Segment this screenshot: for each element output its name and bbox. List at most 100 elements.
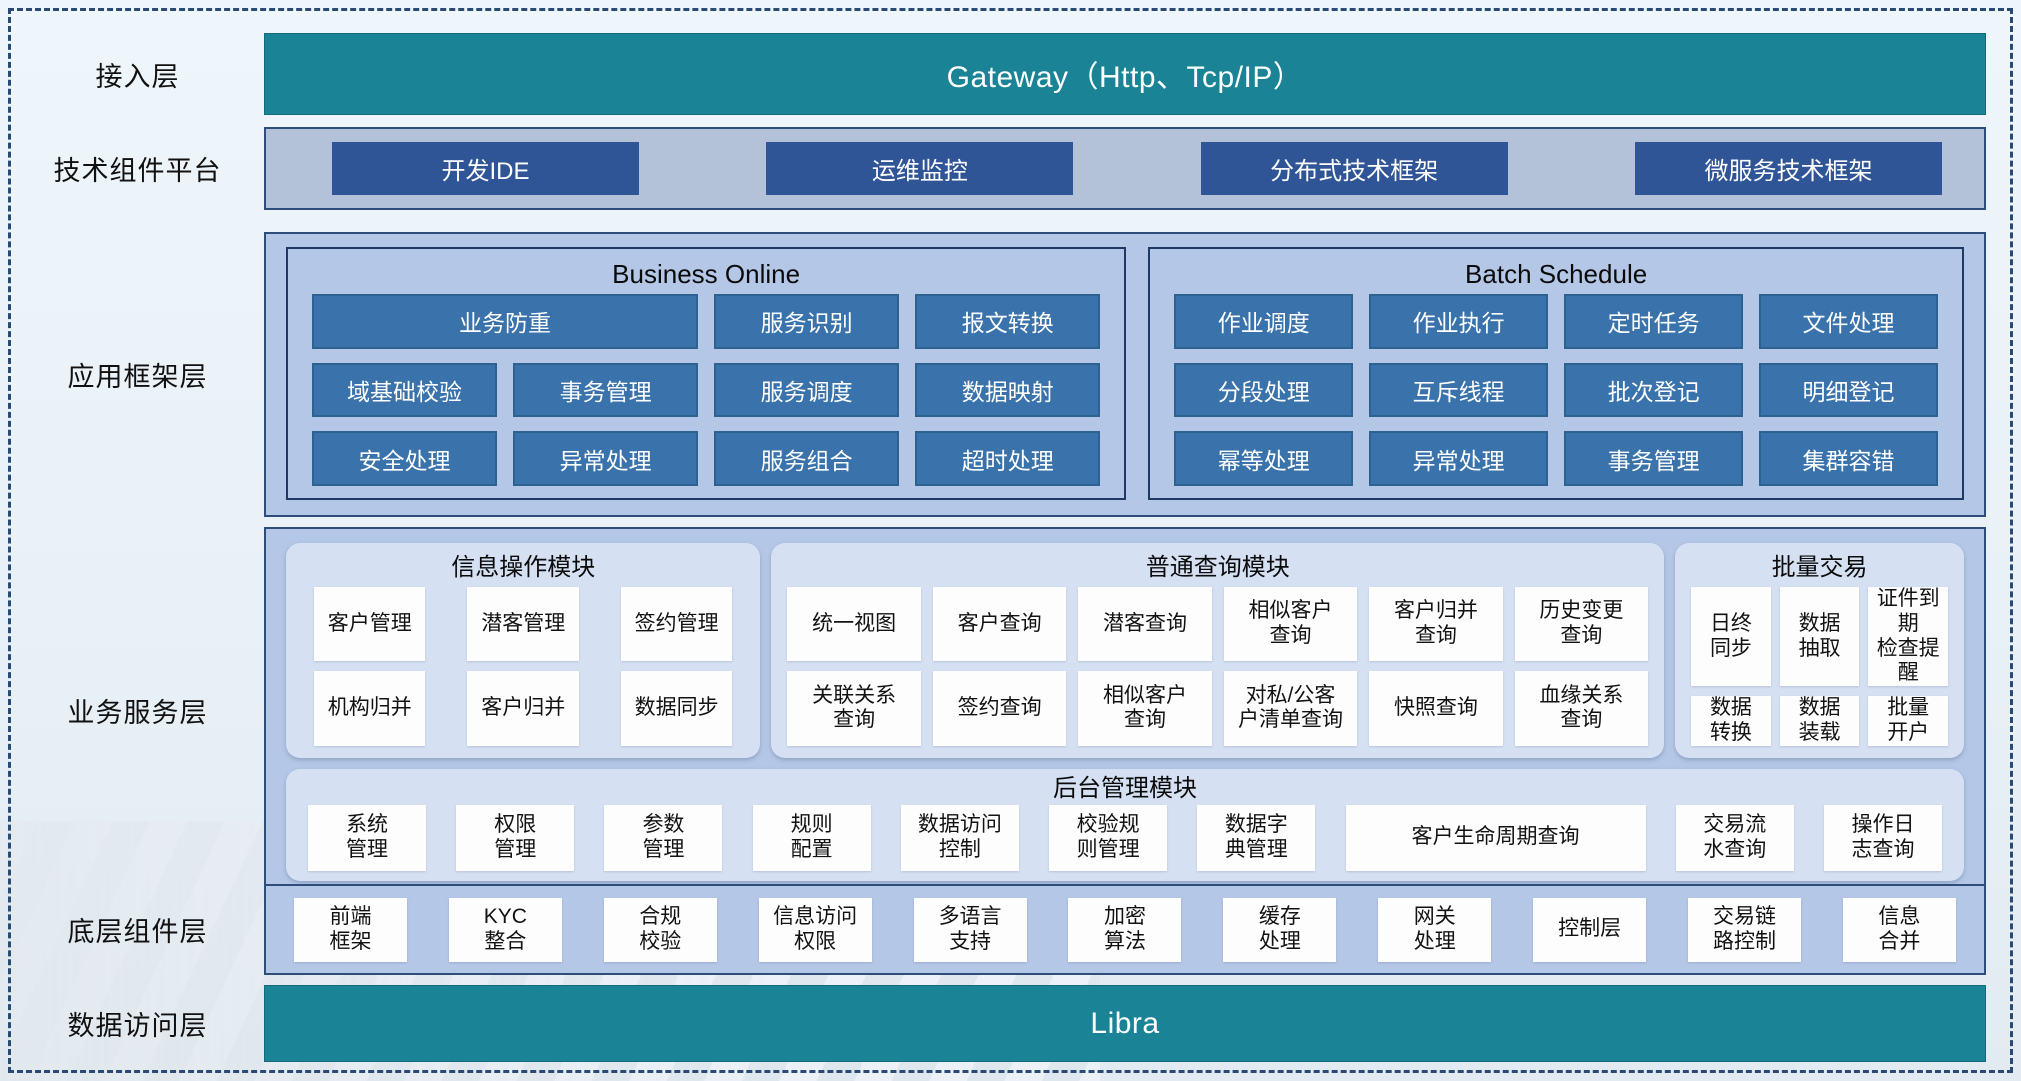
tech-platform-box: 开发IDE 运维监控 分布式技术框架 微服务技术框架 <box>264 127 1986 210</box>
info-cell: 潜客管理 <box>467 587 579 662</box>
gateway-bar: Gateway（Http、Tcp/IP） <box>264 33 1986 115</box>
admin-cell: 规则 配置 <box>752 804 871 871</box>
app-framework-box: Business Online 业务防重 服务识别 报文转换 域基础校验 事务管… <box>264 232 1986 517</box>
batch-trade-cell: 数据 抽取 <box>1779 587 1860 687</box>
bo-cell: 异常处理 <box>513 431 699 486</box>
layer-data-access: 数据访问层 Libra <box>11 985 1986 1062</box>
business-online-grid: 业务防重 服务识别 报文转换 域基础校验 事务管理 服务调度 数据映射 安全处理… <box>312 294 1101 486</box>
admin-module-row: 系统 管理 权限 管理 参数 管理 规则 配置 数据访问 控制 校验规 则管理 … <box>308 804 1942 871</box>
batch-trade-cell: 日终 同步 <box>1691 587 1771 687</box>
tech-item-microservice-framework: 微服务技术框架 <box>1634 142 1942 195</box>
tech-item-ops-monitor: 运维监控 <box>766 142 1074 195</box>
bs-cell: 作业调度 <box>1174 294 1354 349</box>
bo-cell: 数据映射 <box>915 362 1101 418</box>
bs-cell: 分段处理 <box>1174 362 1354 418</box>
query-cell: 统一视图 <box>787 587 921 662</box>
bo-cell: 域基础校验 <box>312 362 498 418</box>
layer-business-service-label: 业务服务层 <box>67 698 208 729</box>
query-cell: 相似客户 查询 <box>1078 671 1212 746</box>
batch-trade-cell: 批量 开户 <box>1868 696 1948 746</box>
batch-trade-cell: 数据 装载 <box>1779 696 1860 746</box>
admin-cell: 系统 管理 <box>308 804 426 871</box>
component-cell: 前端 框架 <box>294 897 407 962</box>
query-cell: 签约查询 <box>932 671 1067 746</box>
layer-app-framework-label: 应用框架层 <box>67 362 208 392</box>
bo-cell: 事务管理 <box>513 362 699 418</box>
info-module-title: 信息操作模块 <box>451 554 596 581</box>
batch-schedule-panel: Batch Schedule 作业调度 作业执行 定时任务 文件处理 分段处理 … <box>1148 247 1964 500</box>
batch-schedule-title: Batch Schedule <box>1465 259 1648 289</box>
bs-cell: 异常处理 <box>1369 431 1549 486</box>
dashed-border-frame <box>8 8 2013 1073</box>
bs-cell: 事务管理 <box>1564 431 1744 486</box>
component-cell: 信息 合并 <box>1842 897 1956 962</box>
base-components-box: 前端 框架 KYC 整合 合规 校验 信息访问 权限 多语言 支持 加密 算法 … <box>264 884 1986 975</box>
tech-item-distributed-framework: 分布式技术框架 <box>1200 142 1508 195</box>
component-cell: 缓存 处理 <box>1223 897 1337 962</box>
layer-tech-platform-label: 技术组件平台 <box>53 156 222 186</box>
bo-cell: 服务识别 <box>714 294 900 349</box>
layer-data-access-label: 数据访问层 <box>67 1011 208 1041</box>
query-cell: 血缘关系 查询 <box>1514 671 1649 746</box>
batch-schedule-grid: 作业调度 作业执行 定时任务 文件处理 分段处理 互斥线程 批次登记 明细登记 … <box>1174 294 1938 486</box>
query-cell: 对私/公客 户清单查询 <box>1223 671 1358 746</box>
tech-item-dev-ide: 开发IDE <box>332 142 639 195</box>
admin-cell: 交易流 水查询 <box>1675 804 1794 871</box>
query-module-title: 普通查询模块 <box>1145 554 1290 581</box>
bs-cell: 定时任务 <box>1564 294 1744 349</box>
info-module-grid: 客户管理 潜客管理 签约管理 机构归并 客户归并 数据同步 <box>302 587 744 746</box>
layer-business-service: 业务服务层 信息操作模块 客户管理 潜客管理 签约管理 机构归并 客户归并 数据… <box>11 527 1986 895</box>
component-cell: 加密 算法 <box>1068 897 1182 962</box>
query-cell: 相似客户 查询 <box>1223 587 1358 662</box>
layer-tech-platform: 技术组件平台 开发IDE 运维监控 分布式技术框架 微服务技术框架 <box>11 127 1986 210</box>
bo-cell: 业务防重 <box>312 294 699 349</box>
layer-base-components: 底层组件层 前端 框架 KYC 整合 合规 校验 信息访问 权限 多语言 支持 … <box>11 884 1986 975</box>
info-cell: 签约管理 <box>620 587 733 662</box>
bs-cell: 批次登记 <box>1564 362 1744 418</box>
business-service-top: 信息操作模块 客户管理 潜客管理 签约管理 机构归并 客户归并 数据同步 普通查… <box>286 543 1964 758</box>
admin-cell: 参数 管理 <box>604 804 723 871</box>
business-online-title: Business Online <box>612 259 801 289</box>
bo-cell: 服务调度 <box>714 362 900 418</box>
admin-module-panel: 后台管理模块 系统 管理 权限 管理 参数 管理 规则 配置 数据访问 控制 校… <box>286 768 1964 881</box>
query-cell: 客户查询 <box>932 587 1067 662</box>
component-cell: KYC 整合 <box>448 897 562 962</box>
admin-cell: 权限 管理 <box>456 804 575 871</box>
business-service-box: 信息操作模块 客户管理 潜客管理 签约管理 机构归并 客户归并 数据同步 普通查… <box>264 527 1986 895</box>
info-module-panel: 信息操作模块 客户管理 潜客管理 签约管理 机构归并 客户归并 数据同步 <box>286 543 761 758</box>
bo-cell: 安全处理 <box>312 431 498 486</box>
batch-trade-panel: 批量交易 日终 同步 数据 抽取 证件到期 检查提醒 数据 转换 数据 装载 批… <box>1675 543 1964 758</box>
bo-cell: 服务组合 <box>714 431 900 486</box>
layer-access: 接入层 Gateway（Http、Tcp/IP） <box>11 33 1986 115</box>
libra-bar: Libra <box>264 985 1986 1062</box>
batch-trade-cell: 证件到期 检查提醒 <box>1868 587 1948 687</box>
admin-cell: 操作日 志查询 <box>1823 804 1942 871</box>
layer-app-framework: 应用框架层 Business Online 业务防重 服务识别 报文转换 域基础… <box>11 232 1986 517</box>
query-cell: 快照查询 <box>1369 671 1503 746</box>
admin-cell-customer-lifecycle: 客户生命周期查询 <box>1345 804 1646 871</box>
component-cell: 控制层 <box>1533 897 1647 962</box>
info-cell: 数据同步 <box>620 671 733 746</box>
bs-cell: 互斥线程 <box>1369 362 1549 418</box>
admin-module-title: 后台管理模块 <box>1053 774 1197 802</box>
layer-base-components-label: 底层组件层 <box>67 917 208 947</box>
component-cell: 合规 校验 <box>603 897 717 962</box>
query-module-grid: 统一视图 客户查询 潜客查询 相似客户 查询 客户归并 查询 历史变更 查询 关… <box>787 587 1649 746</box>
component-cell: 信息访问 权限 <box>758 897 872 962</box>
bs-cell: 幂等处理 <box>1174 431 1354 486</box>
layer-access-label: 接入层 <box>95 61 180 92</box>
diagram-content: 接入层 Gateway（Http、Tcp/IP） 技术组件平台 开发IDE 运维… <box>11 11 2010 1070</box>
component-cell: 交易链 路控制 <box>1688 897 1802 962</box>
admin-cell: 数据字 典管理 <box>1197 804 1316 871</box>
batch-trade-title: 批量交易 <box>1771 554 1868 581</box>
component-cell: 网关 处理 <box>1378 897 1492 962</box>
query-cell: 关联关系 查询 <box>787 671 921 746</box>
batch-trade-grid: 日终 同步 数据 抽取 证件到期 检查提醒 数据 转换 数据 装载 批量 开户 <box>1691 587 1948 746</box>
query-cell: 历史变更 查询 <box>1514 587 1649 662</box>
query-cell: 客户归并 查询 <box>1369 587 1503 662</box>
bo-cell: 超时处理 <box>915 431 1101 486</box>
component-cell: 多语言 支持 <box>913 897 1027 962</box>
info-cell: 机构归并 <box>314 671 426 746</box>
info-cell: 客户归并 <box>467 671 579 746</box>
